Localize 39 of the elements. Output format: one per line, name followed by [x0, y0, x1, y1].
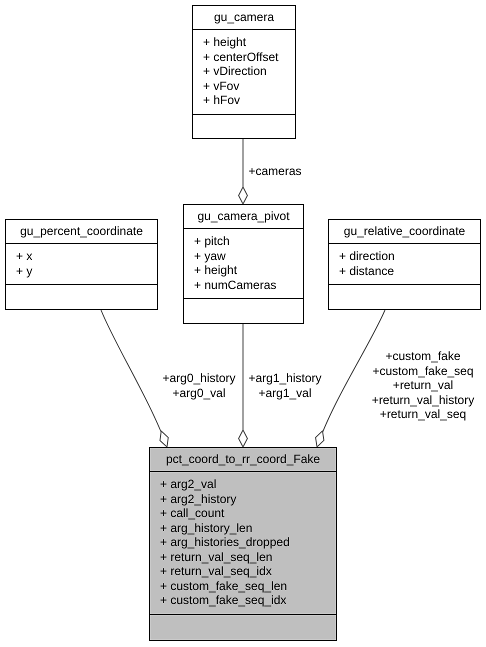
attribute-text: + pitch — [194, 234, 230, 248]
attribute-text: + height — [194, 263, 238, 278]
edge-label: +arg1_history +arg1_val — [248, 371, 322, 400]
class-name: gu_camera — [214, 10, 274, 24]
attribute-text: + numCameras — [194, 278, 276, 292]
attribute-text: + return_val_seq_idx — [160, 564, 272, 578]
attribute-text: + direction — [339, 249, 395, 264]
class-name: gu_percent_coordinate — [20, 224, 143, 238]
class-box — [183, 204, 304, 324]
attribute-text: + custom_fake_seq_idx — [160, 593, 286, 608]
aggregation-connector — [315, 310, 386, 448]
attribute-text: + arg_history_len — [160, 520, 252, 535]
attribute-text: + centerOffset — [203, 50, 278, 64]
attribute-text: + call_count — [160, 506, 224, 520]
class-box — [5, 219, 158, 310]
attribute-text: + arg2_history — [160, 492, 236, 506]
attribute-text: + y — [16, 264, 32, 278]
class-name: gu_relative_coordinate — [344, 224, 466, 238]
attribute-text: + hFov — [203, 93, 240, 108]
edge-label: +custom_fake +custom_fake_seq +return_val +return_val_history +return_val_seq — [372, 349, 474, 422]
attribute-text: + vFov — [203, 78, 240, 93]
attribute-text: + yaw — [194, 248, 226, 263]
class-box — [192, 5, 296, 139]
attribute-text: + height — [203, 35, 246, 50]
aggregation-connector — [238, 138, 248, 204]
edge-label: +arg0_history +arg0_val — [162, 371, 236, 400]
attribute-text: + vDirection — [203, 64, 267, 78]
attribute-text: + x — [16, 249, 32, 264]
aggregation-connector — [100, 310, 169, 448]
attribute-text: + arg2_val — [160, 477, 216, 492]
attribute-text: + arg_histories_dropped — [160, 535, 290, 550]
class-box — [149, 447, 337, 641]
class-name: gu_camera_pivot — [197, 209, 290, 223]
class-name: pct_coord_to_rr_coord_Fake — [166, 452, 320, 466]
attribute-text: + distance — [339, 264, 394, 278]
class-box — [328, 219, 481, 310]
attribute-text: + return_val_seq_len — [160, 550, 272, 564]
attribute-text: + custom_fake_seq_len — [160, 578, 288, 593]
aggregation-connector — [238, 324, 248, 448]
